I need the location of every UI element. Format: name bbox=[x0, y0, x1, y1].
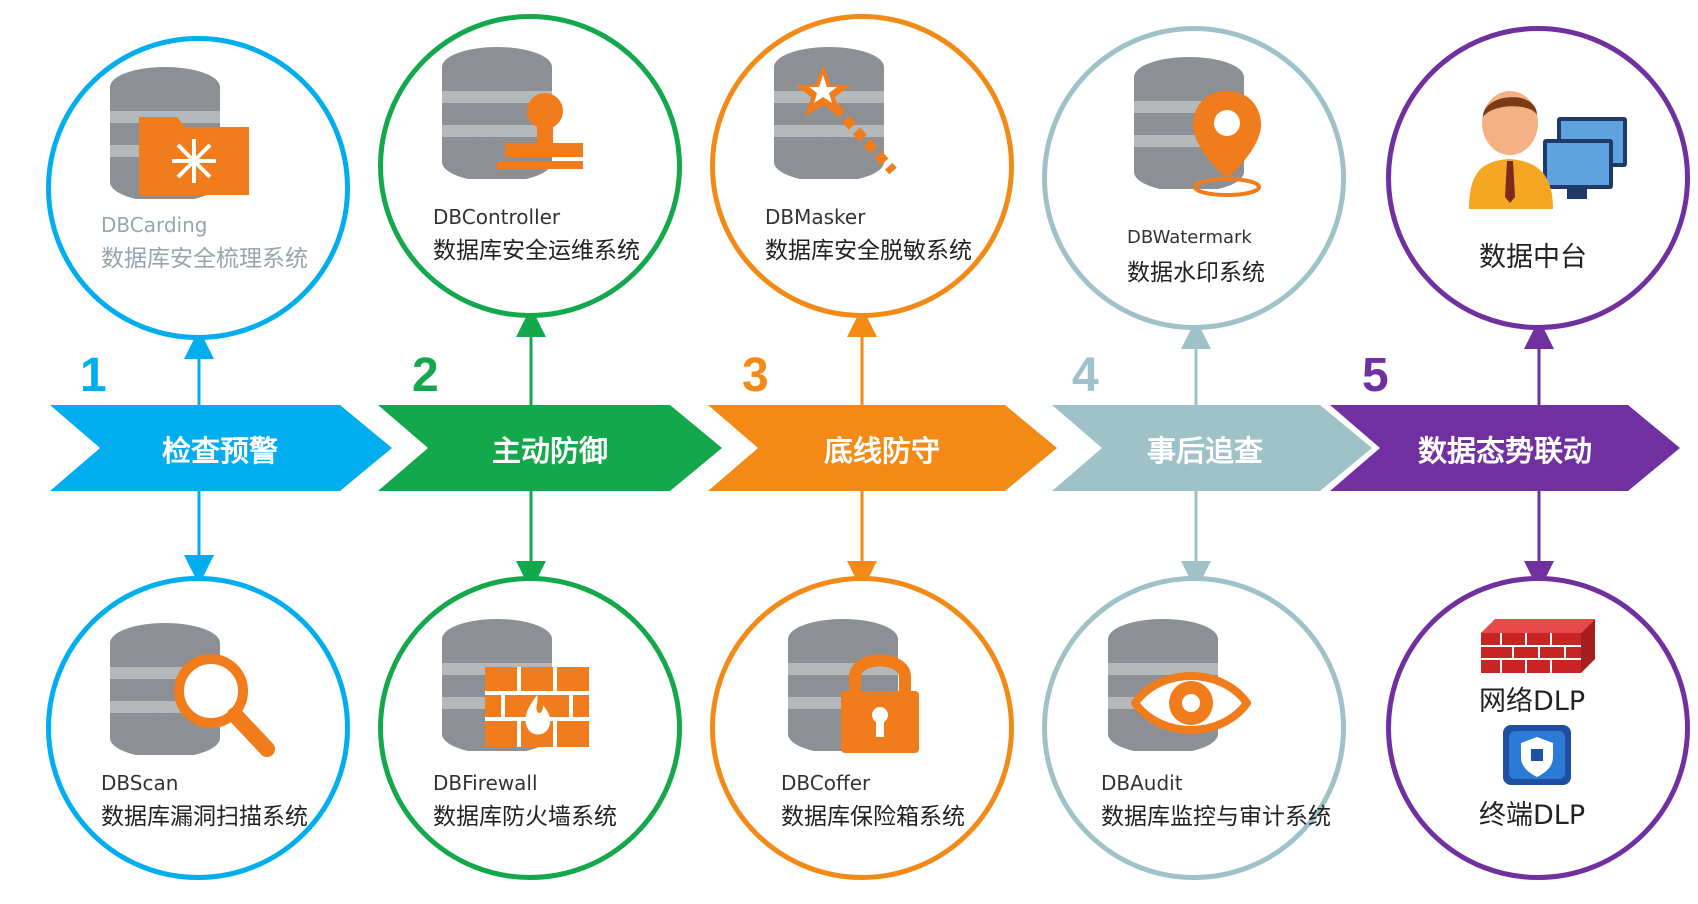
stage-3-label: 底线防守 bbox=[823, 434, 940, 468]
stage-5-arrow bbox=[1330, 405, 1680, 491]
stage-4-number: 4 bbox=[1072, 349, 1099, 402]
stage-4-top-card: DBWatermark 数据水印系统 bbox=[1042, 26, 1346, 330]
product-en-name: DBCoffer bbox=[781, 771, 871, 795]
product-cn-name: 数据水印系统 bbox=[1127, 260, 1265, 286]
location-pin-icon bbox=[1193, 91, 1261, 197]
stage-3-bottom-card: DBCoffer 数据库保险箱系统 bbox=[710, 576, 1014, 880]
product-cn-name: 数据库防火墙系统 bbox=[433, 804, 617, 830]
magic-wand-icon bbox=[795, 65, 897, 175]
magnifier-icon bbox=[174, 654, 275, 757]
stage-5-bottom-card: 网络DLP 终端DLP bbox=[1386, 576, 1690, 880]
stage-5-label: 数据态势联动 bbox=[1417, 434, 1592, 468]
product-cn-name: 数据库漏洞扫描系统 bbox=[101, 804, 308, 830]
stage-2-label: 主动防御 bbox=[491, 434, 608, 468]
stage-1-number: 1 bbox=[80, 349, 107, 402]
folder-icon bbox=[139, 117, 249, 195]
brick-wall-icon bbox=[1481, 619, 1595, 673]
stage-5-number: 5 bbox=[1362, 349, 1389, 402]
product-cn-name: 数据库安全梳理系统 bbox=[101, 246, 308, 272]
product-en-name: DBMasker bbox=[765, 205, 866, 229]
stage-5-top-card: 数据中台 bbox=[1386, 26, 1690, 330]
product-en-name: DBWatermark bbox=[1127, 227, 1252, 248]
product-en-name: DBCarding bbox=[101, 213, 208, 237]
stage-1-top-card: DBCarding 数据库安全梳理系统 bbox=[46, 36, 350, 340]
stage-1-arrow bbox=[50, 405, 392, 491]
product-en-name: DBScan bbox=[101, 771, 179, 795]
padlock-icon bbox=[841, 654, 919, 753]
stage-1-bottom-card: DBScan 数据库漏洞扫描系统 bbox=[46, 576, 350, 880]
firewall-icon bbox=[485, 667, 589, 747]
endpoint-shield-icon bbox=[1503, 725, 1571, 785]
product-cn-name: 数据库保险箱系统 bbox=[781, 804, 965, 830]
product-en-name: DBFirewall bbox=[433, 771, 538, 795]
stage-2-arrow bbox=[378, 405, 722, 491]
stage-3-top-card: DBMasker 数据库安全脱敏系统 bbox=[710, 14, 1014, 318]
stage-2-top-card: DBController 数据库安全运维系统 bbox=[378, 14, 682, 318]
endpoint-dlp-label: 终端DLP bbox=[1479, 800, 1586, 831]
product-en-name: DBController bbox=[433, 205, 561, 229]
product-cn-name: 数据库安全脱敏系统 bbox=[765, 238, 972, 264]
stage-4-arrow bbox=[1052, 405, 1372, 491]
database-icon bbox=[774, 47, 884, 179]
stage-2-number: 2 bbox=[412, 349, 439, 402]
product-cn-name: 数据库监控与审计系统 bbox=[1101, 804, 1331, 830]
stage-3-arrow bbox=[708, 405, 1057, 491]
stage-3-number: 3 bbox=[742, 349, 769, 402]
stage-4-bottom-card: DBAudit 数据库监控与审计系统 bbox=[1042, 576, 1346, 880]
product-cn-name: 数据中台 bbox=[1479, 242, 1587, 273]
user-monitors-icon bbox=[1469, 91, 1627, 209]
stamp-icon bbox=[497, 93, 583, 169]
product-en-name: DBAudit bbox=[1101, 771, 1183, 795]
network-dlp-label: 网络DLP bbox=[1479, 686, 1586, 717]
eye-icon bbox=[1131, 672, 1251, 734]
stage-1-label: 检查预警 bbox=[161, 434, 278, 468]
stage-4-label: 事后追查 bbox=[1146, 434, 1263, 468]
product-cn-name: 数据库安全运维系统 bbox=[433, 238, 640, 264]
stage-2-bottom-card: DBFirewall 数据库防火墙系统 bbox=[378, 576, 682, 880]
